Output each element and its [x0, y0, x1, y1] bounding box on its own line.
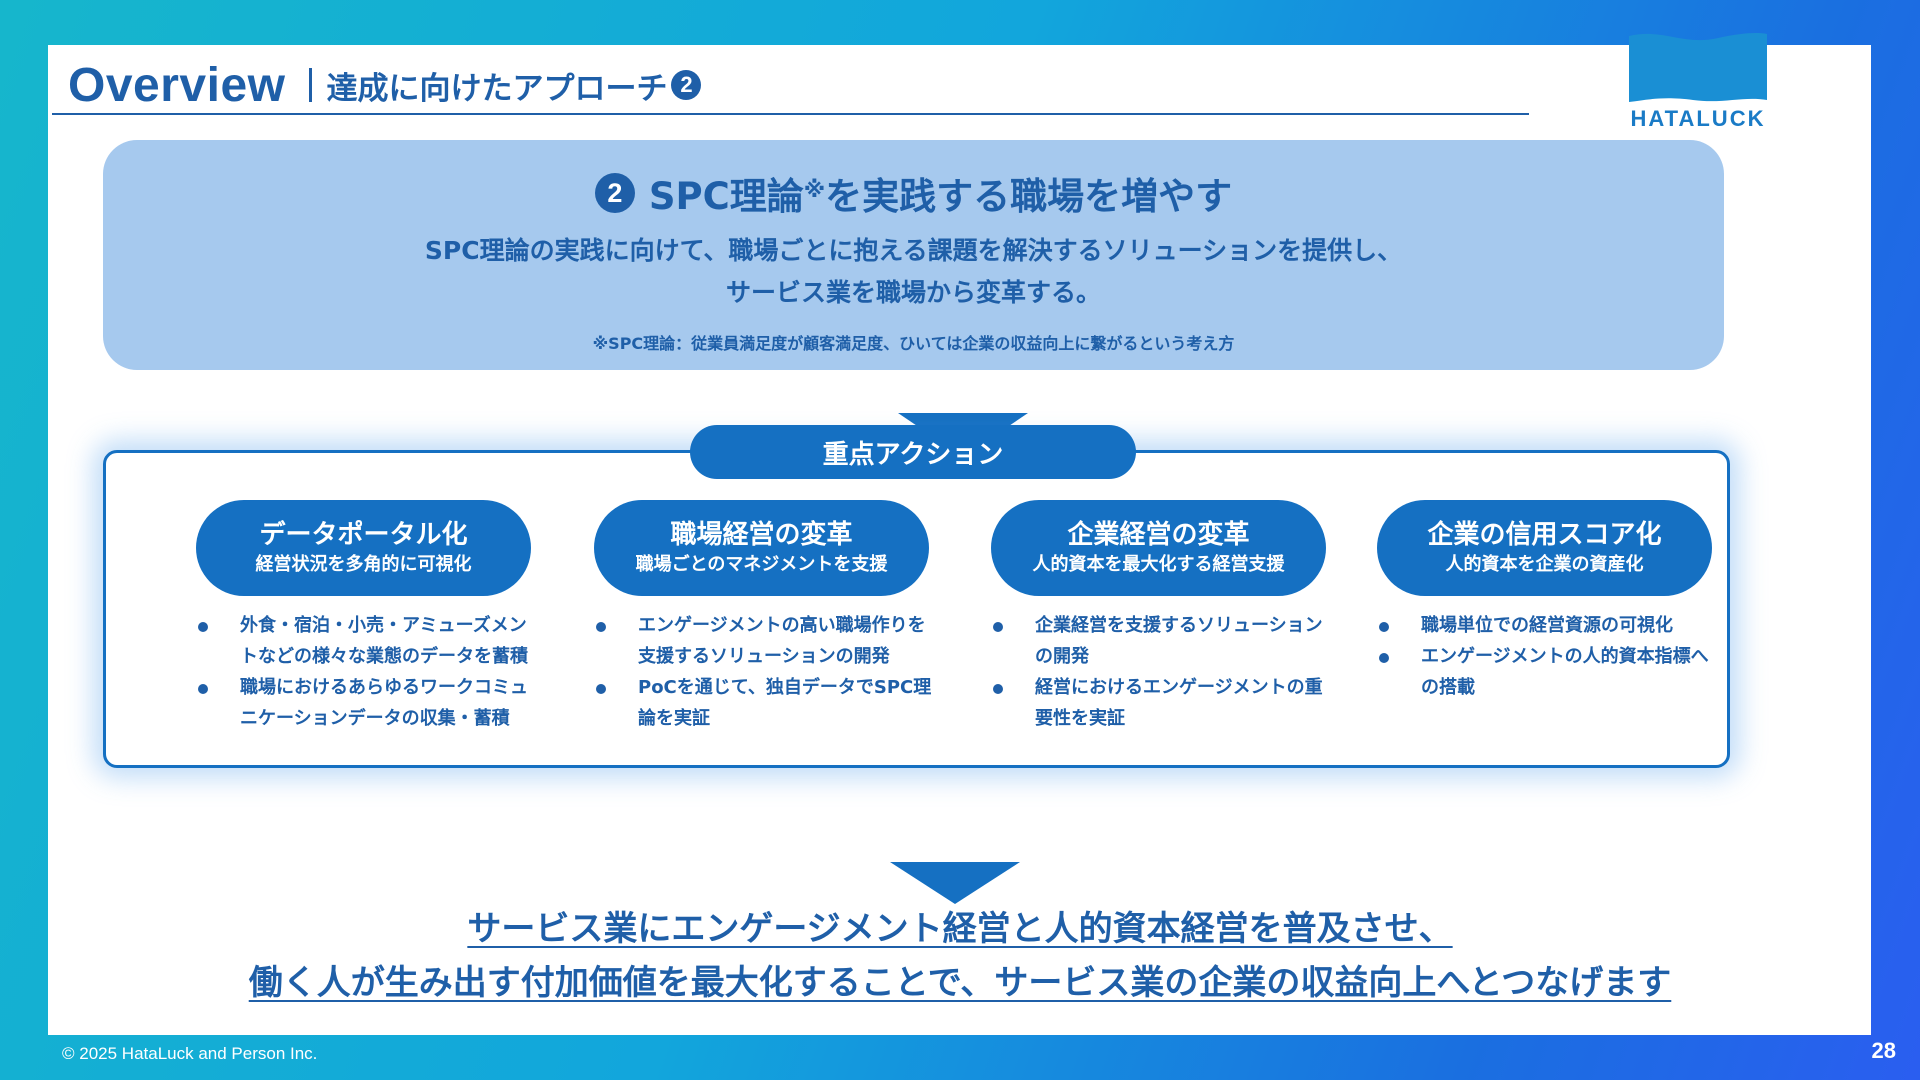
- subtitle-number-badge: 2: [671, 70, 702, 100]
- logo-text: HATALUCK: [1630, 106, 1766, 131]
- bullet-item: エンゲージメントの人的資本指標への搭載: [1377, 641, 1717, 703]
- action-subtitle: 人的資本を最大化する経営支援: [1032, 554, 1285, 575]
- down-arrow-icon: [890, 862, 1020, 904]
- action-subtitle: 職場ごとのマネジメントを支援: [635, 554, 888, 575]
- approach-heading-mark: ※: [803, 177, 826, 203]
- action-subtitle: 経営状況を多角的に可視化: [255, 554, 472, 575]
- conclusion-text: サービス業にエンゲージメント経営と人的資本経営を普及させ、 働く人が生み出す付加…: [0, 902, 1920, 1010]
- action-column: データポータル化 経営状況を多角的に可視化 外食・宿泊・小売・アミューズメントな…: [196, 500, 536, 734]
- action-pill: 職場経営の変革 職場ごとのマネジメントを支援: [594, 500, 929, 596]
- action-title: 企業経営の変革: [1067, 520, 1250, 550]
- page-title: Overview: [68, 58, 286, 112]
- approach-description: SPC理論の実践に向けて、職場ごとに抱える課題を解決するソリューションを提供し、…: [103, 230, 1724, 314]
- approach-heading-text: SPC理論: [648, 175, 804, 218]
- approach-description-line: サービス業を職場から変革する。: [725, 278, 1101, 307]
- page-subtitle: 達成に向けたアプローチ 2: [326, 63, 702, 108]
- page-header: Overview 達成に向けたアプローチ 2: [68, 45, 702, 125]
- approach-number-badge: 2: [594, 173, 635, 213]
- approach-heading: 2 SPC理論※を実践する職場を増やす: [103, 166, 1724, 220]
- approach-description-line: SPC理論の実践に向けて、職場ごとに抱える課題を解決するソリューションを提供し、: [424, 236, 1403, 265]
- page-number: 28: [1871, 1038, 1896, 1063]
- action-pill: 企業の信用スコア化 人的資本を企業の資産化: [1377, 500, 1712, 596]
- key-actions-label: 重点アクション: [690, 425, 1136, 479]
- bullet-item: 経営におけるエンゲージメントの重要性を実証: [991, 672, 1331, 734]
- hataluck-logo: HATALUCK: [1623, 30, 1773, 132]
- action-pill: 企業経営の変革 人的資本を最大化する経営支援: [991, 500, 1326, 596]
- copyright: © 2025 HataLuck and Person Inc.: [62, 1044, 318, 1063]
- bullet-item: エンゲージメントの高い職場作りを支援するソリューションの開発: [594, 610, 934, 672]
- conclusion-line: サービス業にエンゲージメント経営と人的資本経営を普及させ、: [467, 909, 1453, 949]
- action-column: 職場経営の変革 職場ごとのマネジメントを支援 エンゲージメントの高い職場作りを支…: [594, 500, 934, 734]
- flag-icon: [1629, 33, 1767, 102]
- action-bullets: 企業経営を支援するソリューションの開発 経営におけるエンゲージメントの重要性を実…: [991, 610, 1331, 734]
- action-subtitle: 人的資本を企業の資産化: [1445, 554, 1644, 575]
- title-divider: [52, 113, 1529, 115]
- action-pill: データポータル化 経営状況を多角的に可視化: [196, 500, 531, 596]
- bullet-item: 職場におけるあらゆるワークコミュニケーションデータの収集・蓄積: [196, 672, 536, 734]
- bullet-item: 企業経営を支援するソリューションの開発: [991, 610, 1331, 672]
- title-separator: [309, 68, 313, 102]
- bullet-item: 職場単位での経営資源の可視化: [1377, 610, 1717, 641]
- approach-summary-box: 2 SPC理論※を実践する職場を増やす SPC理論の実践に向けて、職場ごとに抱え…: [103, 140, 1724, 370]
- action-bullets: 外食・宿泊・小売・アミューズメントなどの様々な業態のデータを蓄積 職場におけるあ…: [196, 610, 536, 734]
- action-bullets: エンゲージメントの高い職場作りを支援するソリューションの開発 PoCを通じて、独…: [594, 610, 934, 734]
- approach-heading-rest: を実践する職場を増やす: [825, 175, 1233, 218]
- bullet-item: 外食・宿泊・小売・アミューズメントなどの様々な業態のデータを蓄積: [196, 610, 536, 672]
- spc-footnote: ※SPC理論：従業員満足度が顧客満足度、ひいては企業の収益向上に繋がるという考え…: [592, 334, 1235, 353]
- action-column: 企業の信用スコア化 人的資本を企業の資産化 職場単位での経営資源の可視化 エンゲ…: [1377, 500, 1717, 703]
- conclusion-line: 働く人が生み出す付加価値を最大化することで、サービス業の企業の収益向上へとつなげ…: [248, 963, 1672, 1003]
- action-title: データポータル化: [259, 520, 468, 550]
- action-title: 企業の信用スコア化: [1427, 520, 1662, 550]
- action-bullets: 職場単位での経営資源の可視化 エンゲージメントの人的資本指標への搭載: [1377, 610, 1717, 703]
- action-title: 職場経営の変革: [670, 520, 853, 550]
- action-column: 企業経営の変革 人的資本を最大化する経営支援 企業経営を支援するソリューションの…: [991, 500, 1331, 734]
- page-subtitle-text: 達成に向けたアプローチ: [326, 70, 668, 107]
- bullet-item: PoCを通じて、独自データでSPC理論を実証: [594, 672, 934, 734]
